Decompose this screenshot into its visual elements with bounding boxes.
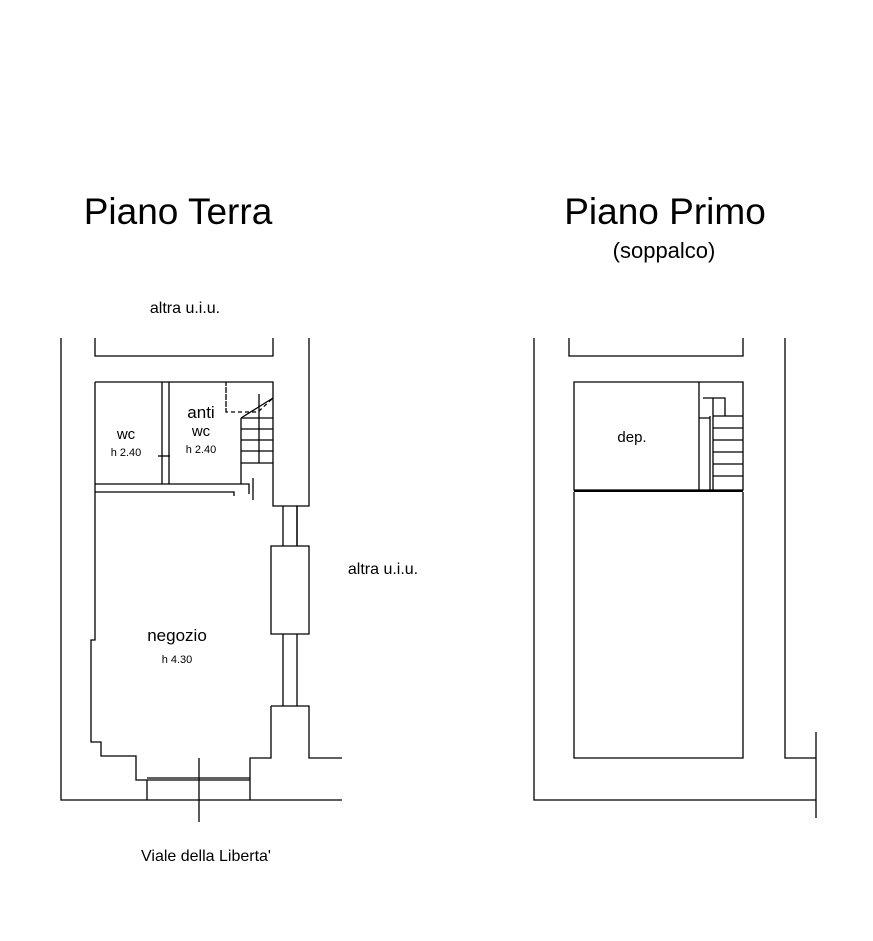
first-floor-title: Piano Primo: [564, 191, 766, 232]
first-top-notch: [568, 338, 744, 357]
ground-right-wall: [296, 338, 310, 546]
first-right-wall: [784, 338, 816, 759]
ground-floor-title: Piano Terra: [83, 191, 273, 232]
mezzanine-void: [573, 492, 744, 759]
neighbor-right-label: altra u.i.u.: [347, 561, 419, 578]
right-wall-openings: [282, 506, 298, 546]
ground-outer-left-wall: [60, 338, 342, 801]
bathroom-block: [95, 381, 297, 507]
first-outer-wall: [533, 338, 816, 801]
wc-room-height: h 2.40: [110, 447, 142, 459]
shop-left-wall: [90, 500, 147, 781]
dep-room-name: dep.: [617, 429, 647, 446]
ground-stair: [240, 417, 273, 484]
anti-wc-room-name-2: wc: [191, 423, 211, 440]
first-floor-plan: [533, 338, 817, 818]
neighbor-top-label: altra u.i.u.: [149, 300, 221, 317]
negozio-room-height: h 4.30: [161, 654, 193, 666]
first-floor-subtitle: (soppalco): [612, 238, 716, 263]
street-label: Viale della Liberta': [141, 848, 271, 865]
ground-top-notch: [94, 338, 274, 357]
wc-room-name: wc: [116, 426, 136, 443]
ground-floor-plan: [60, 338, 342, 822]
anti-wc-room-height: h 2.40: [185, 444, 217, 456]
first-stair: [712, 398, 743, 490]
negozio-room-name: negozio: [147, 626, 207, 645]
anti-wc-room-name-1: anti: [187, 403, 215, 422]
